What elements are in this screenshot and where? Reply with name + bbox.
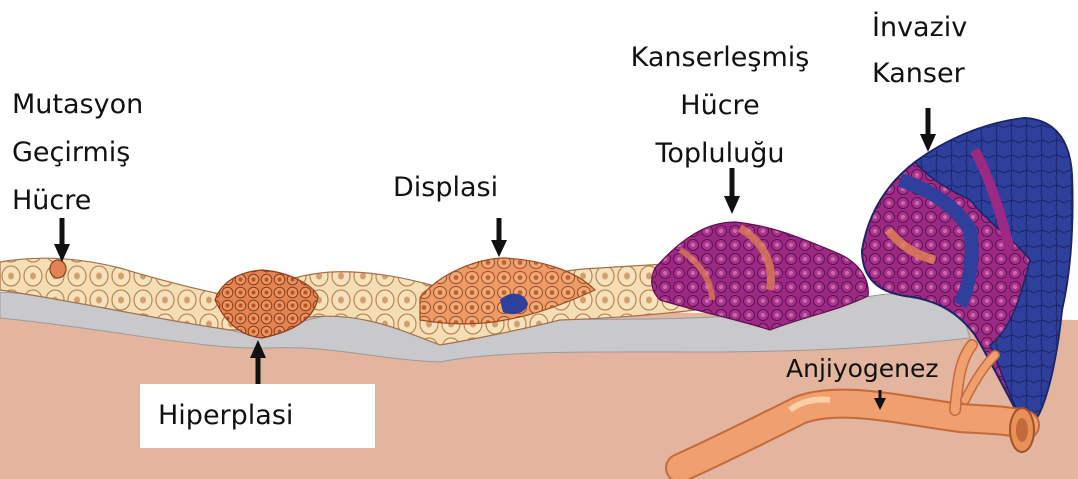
label-kanserlesmis-line2: Hücre — [620, 85, 820, 127]
arrow-displasi — [491, 218, 507, 257]
arrow-mutasyon — [54, 218, 70, 262]
label-kanserlesmis-line1: Kanserleşmiş — [620, 37, 820, 79]
mutated-cell — [50, 260, 66, 278]
label-mutasyon-line1: Mutasyon — [12, 84, 143, 126]
label-kanserlesmis-line3: Topluluğu — [620, 133, 820, 175]
label-mutasyon-line3: Hücre — [12, 180, 91, 222]
arrow-invaziv — [920, 108, 936, 152]
label-invaziv-line2: Kanser — [872, 53, 965, 95]
label-displasi: Displasi — [393, 167, 498, 209]
label-mutasyon-line2: Geçirmiş — [12, 132, 130, 174]
label-hiperplasi: Hiperplasi — [158, 395, 293, 437]
label-anjiyogenez: Anjiyogenez — [786, 348, 939, 390]
hiperplasi-label-box: Hiperplasi — [140, 384, 375, 448]
label-invaziv-line1: İnvaziv — [872, 7, 967, 49]
